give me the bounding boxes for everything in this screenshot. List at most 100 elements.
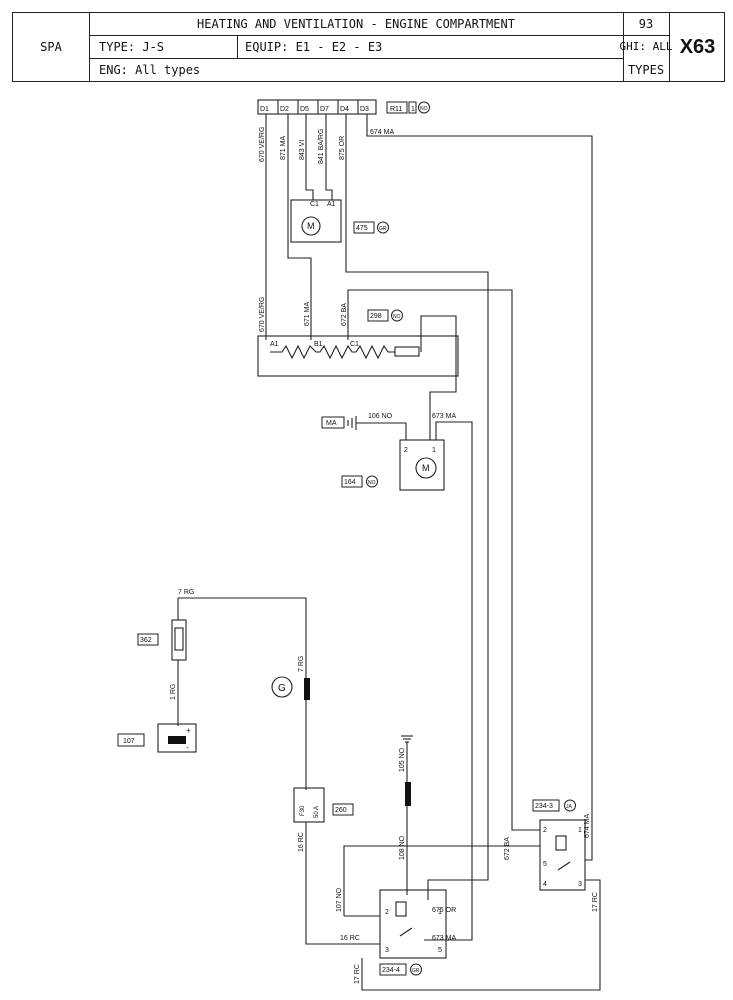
- r2343-p1: 1: [578, 827, 582, 834]
- alternator-symbol: G: [278, 683, 286, 694]
- r2343-p2: 2: [543, 827, 547, 834]
- r2344-ref: 234-4: [382, 967, 400, 974]
- types-field: TYPES: [627, 62, 665, 77]
- label-7rgb: 7 RG: [298, 656, 305, 672]
- label-17b: 17 RC: [592, 892, 599, 912]
- ghi-field: GHI: ALL: [619, 40, 673, 53]
- pin-d4: D4: [340, 106, 349, 113]
- r2344-p5: 5: [438, 947, 442, 954]
- label-875: 875 OR: [339, 136, 346, 160]
- fuse260-text2: 50 A: [314, 806, 320, 818]
- fuse260-text1: F30: [300, 805, 306, 816]
- relay-234-3-box: [539, 819, 586, 891]
- fuse-362-box: [171, 619, 187, 661]
- wire-843: [305, 114, 314, 200]
- label-673a: 673 MA: [432, 413, 456, 420]
- label-107: 107 NO: [336, 887, 343, 912]
- region-code: SPA: [40, 40, 62, 54]
- motor164-symbol: M: [422, 463, 430, 473]
- fuse260-ref: 260: [335, 807, 347, 814]
- label-871a: 871 MA: [280, 136, 287, 160]
- fuse362-ref: 362: [140, 637, 152, 644]
- motor475-ref: 475: [356, 225, 368, 232]
- equip-field: EQUIP: E1 - E2 - E3: [245, 39, 383, 54]
- r2344-color: GR: [412, 968, 420, 974]
- label-105: 105 NO: [399, 747, 406, 772]
- motor164-p1: 1: [432, 447, 436, 454]
- motor-475-box: [290, 199, 342, 243]
- battery-107-box: [157, 723, 197, 753]
- label-671: 671 MA: [304, 302, 311, 326]
- motor475-a1: A1: [327, 201, 336, 208]
- alternator-circle: [271, 676, 293, 698]
- label-841: 841 BA/RG: [318, 129, 325, 164]
- title-block: HEATING AND VENTILATION - ENGINE COMPART…: [12, 12, 725, 82]
- res-c1: C1: [350, 341, 359, 348]
- year-field: 93: [638, 17, 654, 31]
- wire-875: [345, 114, 489, 900]
- wire-673: [424, 421, 473, 941]
- wire-106: [356, 422, 407, 440]
- label-675: 675 OR: [432, 907, 456, 914]
- pin-d1: D1: [260, 106, 269, 113]
- r2344-p3: 3: [385, 947, 389, 954]
- label-670a: 670 VE/RG: [259, 127, 266, 162]
- r2343-p3: 3: [578, 881, 582, 888]
- fuse-260-box: [293, 787, 325, 823]
- label-674b: 674 MA: [584, 814, 591, 838]
- wire-672: [347, 289, 540, 831]
- r2343-p5: 5: [543, 861, 547, 868]
- battery-minus: -: [186, 743, 189, 752]
- r2343-color: JA: [566, 804, 573, 810]
- relay-234-4-box: [379, 889, 447, 959]
- motor475-c1: C1: [310, 201, 319, 208]
- connector-color: NO: [420, 106, 428, 112]
- sheet-number: X63: [679, 35, 716, 58]
- connector-ref: R11: [390, 106, 402, 113]
- battery-plus: +: [186, 726, 191, 735]
- resistor-298-box: [257, 335, 459, 377]
- battery-ref: 107: [123, 738, 135, 745]
- type-field: TYPE: J-S: [99, 39, 165, 54]
- wire-107: [343, 845, 540, 916]
- wire-17rc: [361, 879, 601, 991]
- wire-16rc: [305, 822, 380, 945]
- label-670b: 670 VE/RG: [259, 297, 266, 332]
- label-108: 108 NO: [399, 835, 406, 860]
- label-106: 106 NO: [368, 413, 393, 420]
- motor-164-box: [399, 439, 445, 491]
- wire-674: [366, 114, 593, 861]
- pin-d7: D7: [320, 106, 329, 113]
- label-673b: 673 MA: [432, 935, 456, 942]
- pin-d5: D5: [300, 106, 309, 113]
- r2343-p4: 4: [543, 881, 547, 888]
- res-a1: A1: [270, 341, 279, 348]
- r2343-ref: 234-3: [535, 803, 553, 810]
- r2344-p1: 1: [438, 909, 442, 916]
- label-672b: 672 BA: [504, 837, 511, 860]
- label-7rga: 7 RG: [178, 589, 194, 596]
- ground-ma: MA: [326, 420, 337, 427]
- pin-d3: D3: [360, 106, 369, 113]
- motor475-color: GR: [379, 226, 387, 232]
- label-674a: 674 MA: [370, 129, 394, 136]
- label-672a: 672 BA: [341, 303, 348, 326]
- motor164-p2: 2: [404, 447, 408, 454]
- title-text: HEATING AND VENTILATION - ENGINE COMPART…: [197, 17, 515, 31]
- wire-7rg: [178, 597, 307, 680]
- r2344-p2: 2: [385, 909, 389, 916]
- eng-field: ENG: All types: [99, 62, 201, 77]
- label-843: 843 VI: [299, 140, 306, 160]
- connector-top: [257, 99, 377, 115]
- label-16b: 16 RC: [340, 935, 360, 942]
- motor164-color: NO: [368, 480, 376, 486]
- label-16a: 16 RC: [298, 832, 305, 852]
- connector-ref-sub: 1: [411, 106, 415, 113]
- motor475-symbol: M: [307, 221, 315, 231]
- res-color: NO: [393, 314, 401, 320]
- motor164-ref: 164: [344, 479, 356, 486]
- wire-871: [287, 114, 312, 340]
- pin-d2: D2: [280, 106, 289, 113]
- label-1rg: 1 RG: [170, 684, 177, 700]
